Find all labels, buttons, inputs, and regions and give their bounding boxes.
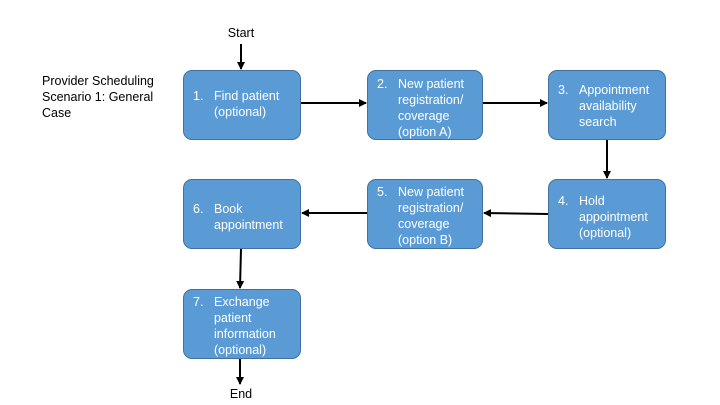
step-text: Appointment availability search [579,82,661,130]
arrow-4-to-5 [483,209,549,218]
step-text: Book appointment [214,201,296,233]
step-text-line: (optional) [214,343,267,357]
step-text-line: (optional) [214,105,267,119]
title-line: Case [42,106,72,120]
step-text: New patient registration/coverage (option … [398,184,478,248]
step-text-line: appointment [214,218,283,232]
step-number: 2. [377,77,388,91]
step-text-line: coverage [398,109,450,123]
step-text-line: Find patient [214,89,280,103]
step-number: 7. [193,295,204,309]
step-text: Hold appointment (optional) [579,193,661,241]
step-text-line: information [214,327,276,341]
step-box-1: 1. Find patient (optional) [183,70,301,140]
step-text-line: Hold [579,194,605,208]
end-label: End [229,387,253,401]
step-box-2: 2. New patient registration/coverage (optio… [367,70,483,140]
step-text: Find patient (optional) [214,88,296,120]
step-text-line: (option B) [398,233,453,247]
step-number: 3. [558,83,569,97]
step-text-line: New patient [398,77,465,91]
step-box-3: 3. Appointment availability search [548,70,666,140]
step-box-7: 7. Exchange patient information (optional) [183,289,301,359]
step-number: 4. [558,194,569,208]
step-box-4: 4. Hold appointment (optional) [548,179,666,249]
step-box-5: 5. New patient registration/coverage (optio… [367,179,483,249]
arrows-layer [236,44,611,385]
step-text-line: availability [579,99,637,113]
start-label: Start [227,26,255,40]
arrow-6-to-7 [236,248,245,289]
step-box-6: 6. Book appointment [183,179,301,249]
step-text-line: Exchange [214,295,270,309]
step-text-line: registration/ [398,93,464,107]
step-number: 6. [193,202,204,216]
step-text-line: (optional) [579,226,632,240]
step-text: Exchange patient information (optional) [214,294,296,358]
step-number: 1. [193,89,204,103]
step-text-line: Book [214,202,243,216]
step-text-line: registration/ [398,201,464,215]
step-text: New patient registration/coverage (option … [398,76,478,140]
step-text-line: New patient [398,185,465,199]
step-number: 5. [377,185,388,199]
step-text-line: (option A) [398,125,452,139]
step-text-line: patient [214,311,252,325]
diagram-title: Provider Scheduling Scenario 1: General … [42,73,154,121]
title-line: Scenario 1: General [42,90,154,104]
step-text-line: search [579,115,617,129]
step-text-line: Appointment [579,83,650,97]
title-line: Provider Scheduling [42,74,154,88]
step-text-line: coverage [398,217,450,231]
step-text-line: appointment [579,210,648,224]
